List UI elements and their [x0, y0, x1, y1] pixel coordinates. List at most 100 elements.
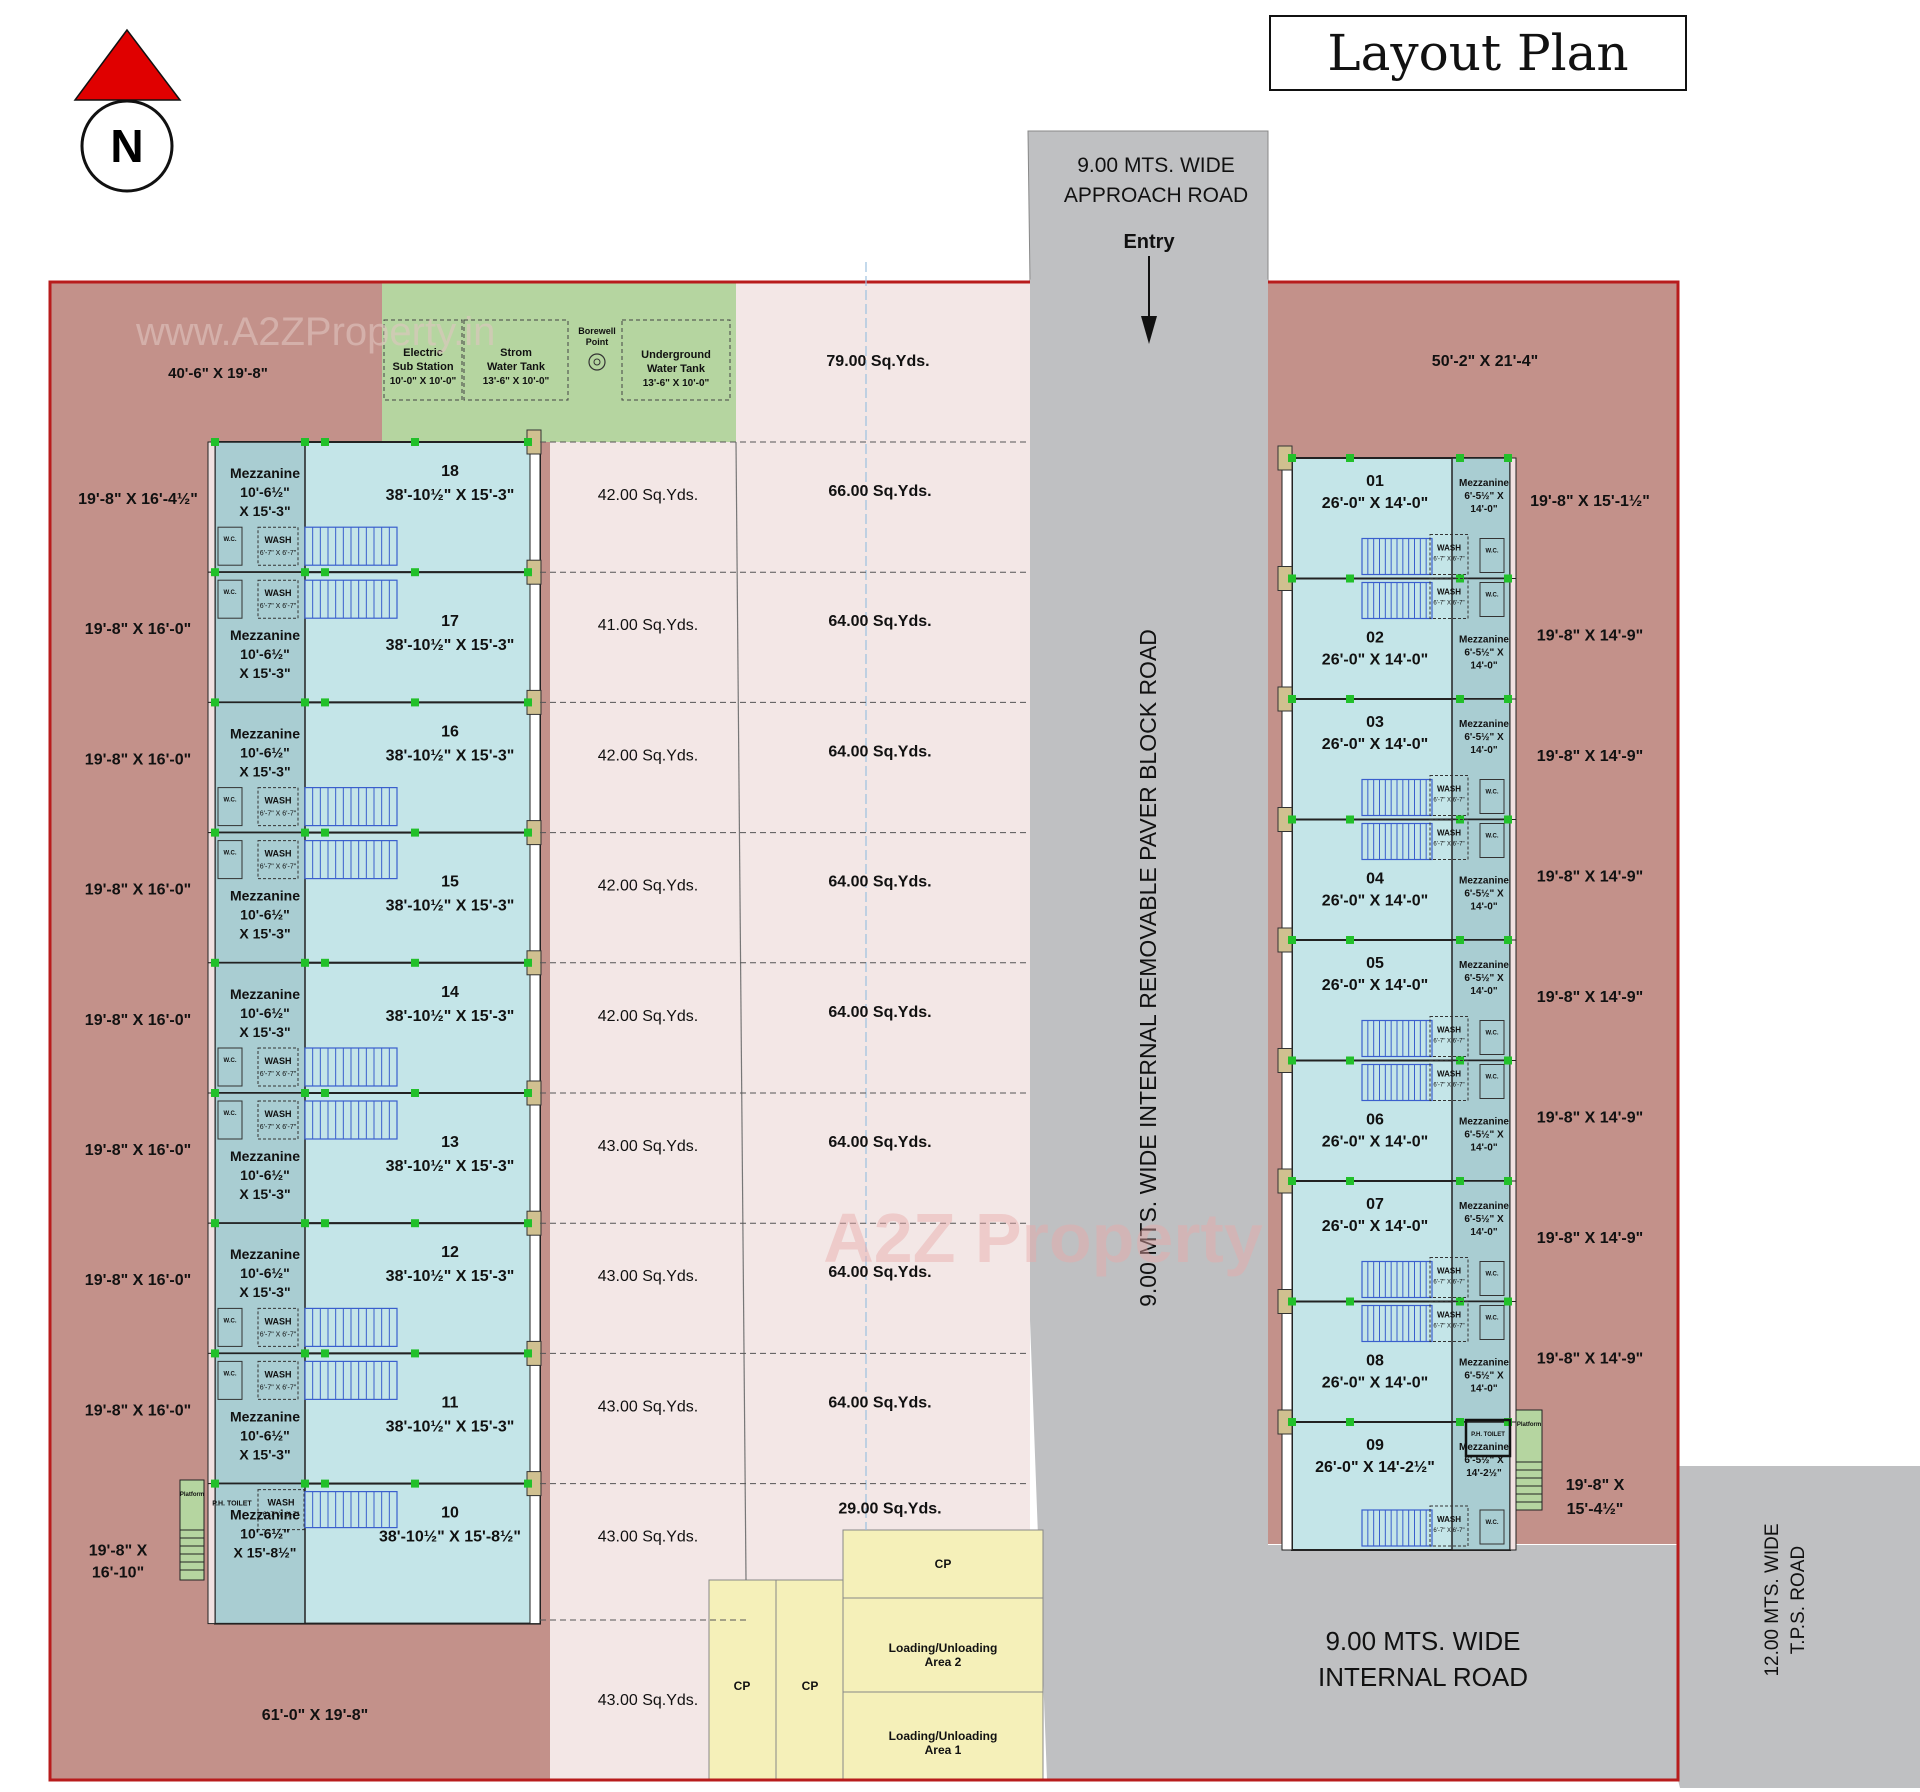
front-shutter: [529, 1222, 541, 1354]
wash-size: 6'-7" X 6'-7": [1433, 601, 1464, 607]
north-label: N: [110, 120, 143, 172]
margin-label: 19'-8" X 16'-0": [85, 1142, 191, 1159]
column-marker: [321, 1479, 329, 1488]
column-marker: [1456, 695, 1464, 703]
column-marker: [1504, 1056, 1512, 1065]
mezzanine-label: Mezzanine: [230, 465, 300, 481]
front-shutter: [1281, 578, 1293, 700]
column-marker: [1504, 574, 1512, 583]
front-shutter: [1281, 1301, 1293, 1423]
wash-label: WASH: [265, 1056, 292, 1066]
margin-label-line2: 15'-4½": [1567, 1501, 1624, 1518]
back-wall: [207, 962, 216, 1094]
front-shutter: [529, 1352, 541, 1485]
mezzanine-zone: [214, 701, 306, 834]
wc-box: [1479, 582, 1505, 617]
mezzanine-depth: 14'-0": [1470, 1384, 1497, 1395]
wc-box: [1479, 1020, 1505, 1055]
staircase-icon: [304, 839, 398, 880]
mezzanine-depth: 14'-2½": [1466, 1468, 1502, 1479]
unit-size: 38'-10½" X 15'-3": [386, 487, 515, 504]
front-shutter: [1281, 939, 1293, 1061]
internal-road-line2: INTERNAL ROAD: [1318, 1662, 1528, 1692]
column-marker: [211, 958, 219, 967]
staircase-icon: [1361, 1260, 1433, 1299]
loading-area-2: [842, 1597, 1044, 1693]
front-shutter: [529, 441, 541, 573]
platform-label: Platform: [180, 1492, 204, 1498]
column-marker: [524, 828, 532, 837]
mezzanine-label: Mezzanine: [230, 888, 300, 904]
mezzanine-width: 6'-5½" X: [1464, 491, 1504, 502]
mezzanine-label: Mezzanine: [230, 1408, 300, 1424]
wc-box: [217, 1360, 243, 1400]
paver-road-label: 9.00 MTS. WIDE INTERNAL REMOVABLE PAVER …: [1135, 629, 1161, 1307]
front-shutter: [1281, 1060, 1293, 1182]
wash-size: 6'-7" X 6'-7": [263, 1512, 300, 1519]
unit-size: 38'-10½" X 15'-3": [386, 1158, 515, 1175]
bottom-left-margin-label: 61'-0" X 19'-8": [262, 1707, 368, 1724]
mezzanine-width: 6'-5½" X: [1464, 889, 1504, 900]
column-marker: [211, 828, 219, 837]
mezzanine-label: Mezzanine: [1459, 1442, 1509, 1453]
staircase-icon: [1361, 1019, 1433, 1058]
margin-label-line2: 16'-10": [92, 1565, 144, 1582]
front-shutter: [529, 1483, 541, 1625]
unit-number: 05: [1366, 955, 1384, 972]
north-arrow-icon: N: [73, 28, 182, 193]
staircase-icon: [1361, 1304, 1433, 1343]
column-marker: [1456, 454, 1464, 462]
back-wall: [1509, 1180, 1517, 1302]
wc-box: [217, 840, 243, 880]
mezzanine-width: 10'-6½": [240, 484, 290, 500]
plan-title: Layout Plan: [1327, 24, 1628, 82]
mezzanine-width: 10'-6½": [240, 907, 290, 923]
column-marker: [411, 698, 419, 707]
wash-label: WASH: [1437, 544, 1461, 553]
wash-room: [257, 1489, 305, 1531]
column-marker: [211, 568, 219, 577]
wc-box: [217, 787, 243, 827]
column-marker: [321, 568, 329, 577]
column-marker: [524, 1349, 532, 1358]
mezzanine-depth: X 15'-3": [239, 1446, 290, 1462]
service-area: CP Loading/Unloading Area 2 Loading/Unlo…: [708, 1529, 1044, 1781]
front-area: 42.00 Sq.Yds.: [598, 878, 699, 895]
parking-area: 64.00 Sq.Yds.: [828, 613, 931, 630]
column-marker: [524, 1089, 532, 1097]
wash-room: [257, 1360, 299, 1400]
entry-arrow-icon: [1141, 256, 1157, 344]
wc-box: [217, 526, 243, 566]
margin-label: 19'-8" X: [1566, 1477, 1625, 1494]
back-wall: [1509, 1060, 1517, 1182]
unit-number: 11: [442, 1394, 459, 1411]
wash-room: [1429, 1301, 1469, 1342]
mezzanine-depth: 14'-0": [1470, 1143, 1497, 1154]
column-marker: [301, 958, 309, 967]
mezzanine-zone: [1451, 818, 1511, 941]
strom-line3: 13'-6" X 10'-0": [483, 376, 550, 387]
column-marker: [321, 1089, 329, 1097]
watermark-center: A2Z Property: [823, 1199, 1263, 1277]
mezzanine-depth: X 15'-3": [239, 1186, 290, 1202]
wash-room: [1429, 1016, 1469, 1057]
column-marker: [1456, 1418, 1464, 1426]
column-marker: [411, 1349, 419, 1358]
loading-area-1-line2: Area 1: [925, 1743, 962, 1757]
column-marker: [1504, 1177, 1512, 1185]
parking-area: 64.00 Sq.Yds.: [828, 1134, 931, 1151]
front-shutter: [1281, 457, 1293, 579]
unit-size: 26'-0" X 14'-0": [1322, 495, 1428, 512]
wc-label: W.C.: [224, 537, 237, 543]
wc-label: W.C.: [224, 1111, 237, 1117]
mezzanine-label: Mezzanine: [230, 1246, 300, 1262]
mezzanine-label: Mezzanine: [1459, 478, 1509, 489]
wc-label: W.C.: [1486, 549, 1499, 555]
top-strip-area: 79.00 Sq.Yds.: [826, 353, 929, 370]
mezzanine-depth: X 15'-3": [239, 763, 290, 779]
wash-room: [1429, 775, 1469, 816]
unit-number: 04: [1366, 871, 1384, 888]
